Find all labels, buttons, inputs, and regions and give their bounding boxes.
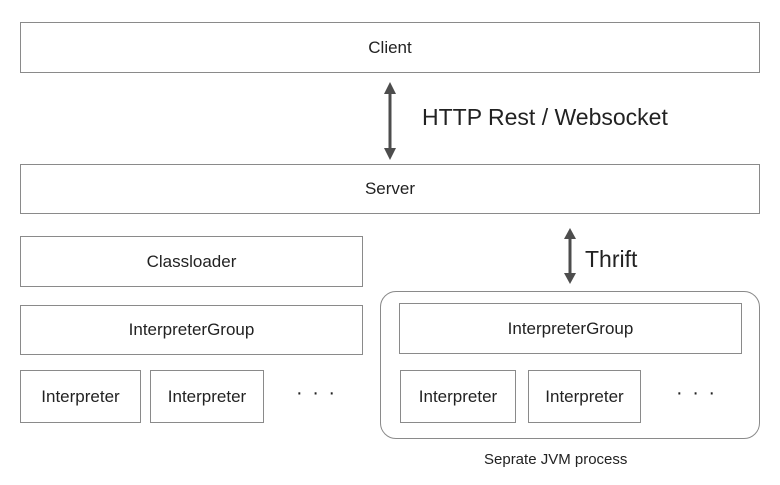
client-box: Client bbox=[20, 22, 760, 73]
classloader-label: Classloader bbox=[146, 251, 237, 271]
interpreter-label: Interpreter bbox=[545, 386, 624, 406]
interpreter-box-left-2: Interpreter bbox=[150, 370, 264, 423]
interpreter-group-box-left: InterpreterGroup bbox=[20, 305, 363, 355]
thrift-arrow-icon bbox=[564, 228, 576, 284]
interpreter-box-left-1: Interpreter bbox=[20, 370, 141, 423]
server-box: Server bbox=[20, 164, 760, 214]
http-rest-websocket-label: HTTP Rest / Websocket bbox=[422, 104, 668, 130]
classloader-box: Classloader bbox=[20, 236, 363, 287]
separate-jvm-process-caption: Seprate JVM process bbox=[484, 451, 628, 468]
interpreter-label: Interpreter bbox=[41, 386, 120, 406]
http-arrow-icon bbox=[384, 82, 396, 160]
interpreter-group-box-right: InterpreterGroup bbox=[399, 303, 742, 354]
client-label: Client bbox=[368, 37, 412, 57]
interpreter-box-right-1: Interpreter bbox=[400, 370, 516, 423]
interpreter-label: Interpreter bbox=[167, 386, 247, 406]
interpreter-label: Interpreter bbox=[418, 386, 498, 406]
server-label: Server bbox=[364, 179, 416, 198]
ellipsis-left: · · · bbox=[296, 382, 338, 404]
ellipsis-right: · · · bbox=[676, 382, 718, 404]
interpreter-group-label-right: InterpreterGroup bbox=[507, 318, 634, 338]
thrift-label: Thrift bbox=[585, 246, 638, 272]
interpreter-group-label-left: InterpreterGroup bbox=[128, 320, 255, 339]
interpreter-box-right-2: Interpreter bbox=[528, 370, 641, 423]
